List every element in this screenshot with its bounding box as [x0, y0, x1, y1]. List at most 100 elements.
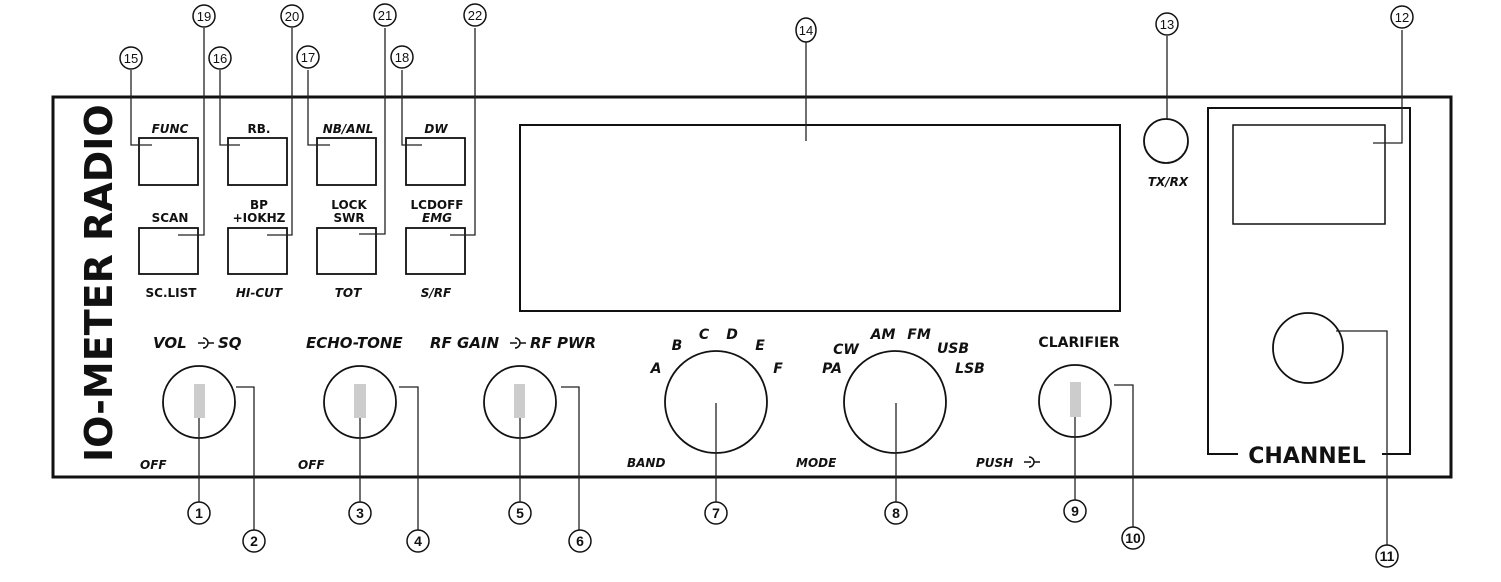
sc-list-label: SC.LIST	[146, 286, 198, 300]
svg-text:3: 3	[356, 505, 364, 521]
sq-label: SQ	[218, 334, 242, 352]
svg-text:16: 16	[213, 51, 227, 66]
svg-text:2: 2	[250, 533, 258, 549]
tx-rx-indicator-led	[1143, 118, 1189, 164]
svg-text:12: 12	[1395, 10, 1409, 25]
mode-am-label: AM	[870, 327, 896, 343]
emg-label: EMG	[422, 211, 452, 225]
svg-text:19: 19	[197, 9, 211, 24]
svg-text:1: 1	[195, 505, 203, 521]
callout-20-leader	[267, 28, 293, 236]
callout-20: 20	[280, 4, 304, 28]
callout-22-leader	[450, 28, 476, 236]
callout-11-leader	[1336, 330, 1388, 545]
rb-button[interactable]	[227, 137, 288, 186]
callout-3: 3	[348, 501, 372, 525]
mode-selector-knob[interactable]	[843, 350, 947, 454]
svg-text:18: 18	[395, 50, 409, 65]
callout-13: 13	[1155, 12, 1179, 36]
func-button[interactable]	[138, 137, 199, 186]
lock-swr-button[interactable]	[316, 227, 377, 275]
callout-22: 22	[463, 3, 487, 27]
svg-text:17: 17	[301, 50, 315, 65]
callout-10: 10	[1121, 526, 1145, 550]
swr-label: SWR	[333, 211, 364, 225]
clarifier-label: CLARIFIER	[1038, 335, 1119, 351]
channel-label: CHANNEL	[1248, 444, 1365, 469]
callout-15-leader	[130, 70, 152, 146]
10khz-label: +IOKHZ	[233, 211, 286, 225]
svg-text:6: 6	[576, 533, 584, 549]
mode-pa-label: PA	[822, 361, 842, 377]
bp-10khz-button[interactable]	[227, 227, 288, 275]
push-pull-icon	[1024, 456, 1040, 468]
band-a-label: A	[650, 361, 662, 377]
vol-label: VOL	[153, 334, 187, 352]
svg-text:15: 15	[124, 51, 138, 66]
callout-18-leader	[401, 70, 422, 146]
callout-11: 11	[1375, 544, 1399, 568]
callout-2-leader	[236, 386, 255, 530]
nb-anl-button[interactable]	[316, 137, 377, 186]
scan-button[interactable]	[138, 227, 199, 275]
func-label: FUNC	[152, 122, 189, 136]
mode-label: MODE	[796, 456, 837, 470]
callout-21: 21	[373, 3, 397, 27]
callout-4-leader	[399, 386, 419, 530]
svg-text:14: 14	[799, 23, 813, 38]
band-e-label: E	[755, 338, 765, 354]
tx-rx-label: TX/RX	[1148, 175, 1189, 189]
callout-19: 19	[192, 4, 216, 28]
channel-knob[interactable]	[1272, 312, 1344, 384]
band-d-label: D	[726, 327, 738, 343]
rf-pwr-label: RF PWR	[530, 334, 596, 352]
echo-tone-label: ECHO-TONE	[306, 334, 403, 352]
band-label: BAND	[627, 456, 665, 470]
clarifier-indicator	[1070, 382, 1081, 417]
callout-12: 12	[1390, 5, 1414, 29]
svg-text:10: 10	[1125, 530, 1141, 546]
tot-label: TOT	[335, 286, 362, 300]
band-f-label: F	[773, 361, 783, 377]
scan-label: SCAN	[152, 211, 189, 225]
callout-9: 9	[1063, 499, 1087, 523]
vol-sq-indicator	[194, 384, 205, 418]
vol-off-label: OFF	[140, 458, 167, 472]
callout-16: 16	[208, 46, 232, 70]
panel-outline	[51, 95, 1453, 479]
callout-2: 2	[242, 529, 266, 553]
mode-cw-label: CW	[833, 342, 859, 358]
echo-tone-indicator	[354, 384, 366, 418]
callout-7: 7	[704, 501, 728, 525]
callout-1: 1	[187, 501, 211, 525]
push-label: PUSH	[976, 456, 1013, 470]
s-rf-label: S/RF	[421, 286, 452, 300]
band-b-label: B	[672, 338, 683, 354]
main-lcd-display	[519, 124, 1121, 312]
callout-12-leader	[1373, 30, 1403, 144]
callout-14: 14	[795, 17, 817, 43]
svg-text:11: 11	[1380, 548, 1395, 564]
mode-usb-label: USB	[937, 341, 969, 357]
dw-label: DW	[424, 122, 448, 136]
svg-text:4: 4	[414, 533, 422, 549]
callout-5: 5	[508, 501, 532, 525]
lcdoff-emg-button[interactable]	[405, 227, 466, 275]
svg-text:8: 8	[892, 505, 900, 521]
callout-21-leader	[359, 28, 386, 235]
rb-label: RB.	[248, 122, 271, 136]
dw-button[interactable]	[405, 137, 466, 186]
callout-10-leader	[1114, 384, 1134, 527]
svg-text:9: 9	[1071, 503, 1079, 519]
channel-section-outline	[1207, 107, 1411, 455]
callout-16-leader	[219, 70, 240, 146]
callout-18: 18	[390, 45, 414, 69]
callout-15: 15	[119, 46, 143, 70]
callout-8: 8	[884, 501, 908, 525]
callout-6-leader	[561, 386, 580, 530]
svg-text:22: 22	[468, 8, 482, 23]
mode-fm-label: FM	[907, 327, 931, 343]
svg-text:20: 20	[285, 9, 299, 24]
rf-gain-indicator	[514, 384, 525, 418]
